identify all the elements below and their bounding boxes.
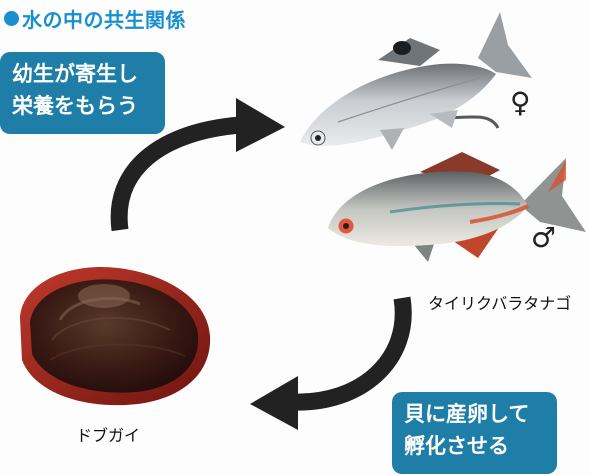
fish-species-label: タイリクバラタナゴ [428,294,572,313]
parasite-callout-line1: 幼生が寄生し [12,62,138,86]
arrow-to-fish-icon [110,98,285,232]
arrow-to-mussel-icon [250,296,412,430]
female-symbol: ♀ [510,86,531,119]
spawning-callout-line2: 孵化させる [404,434,509,458]
spawning-callout-line1: 貝に産卵して [404,402,530,426]
mussel-image [20,266,211,406]
title-bullet-icon [4,10,19,26]
spawning-callout: 貝に産卵して 孵化させる [392,392,557,474]
parasite-callout-line2: 栄養をもらう [12,94,138,118]
mussel-species-label: ドブガイ [76,426,141,445]
male-symbol: ♂ [531,221,557,254]
female-fish-image [300,12,532,150]
page-title: 水の中の共生関係 [4,4,186,32]
title-text: 水の中の共生関係 [22,7,186,32]
male-fish-image [328,152,586,262]
parasite-callout: 幼生が寄生し 栄養をもらう [0,52,165,134]
